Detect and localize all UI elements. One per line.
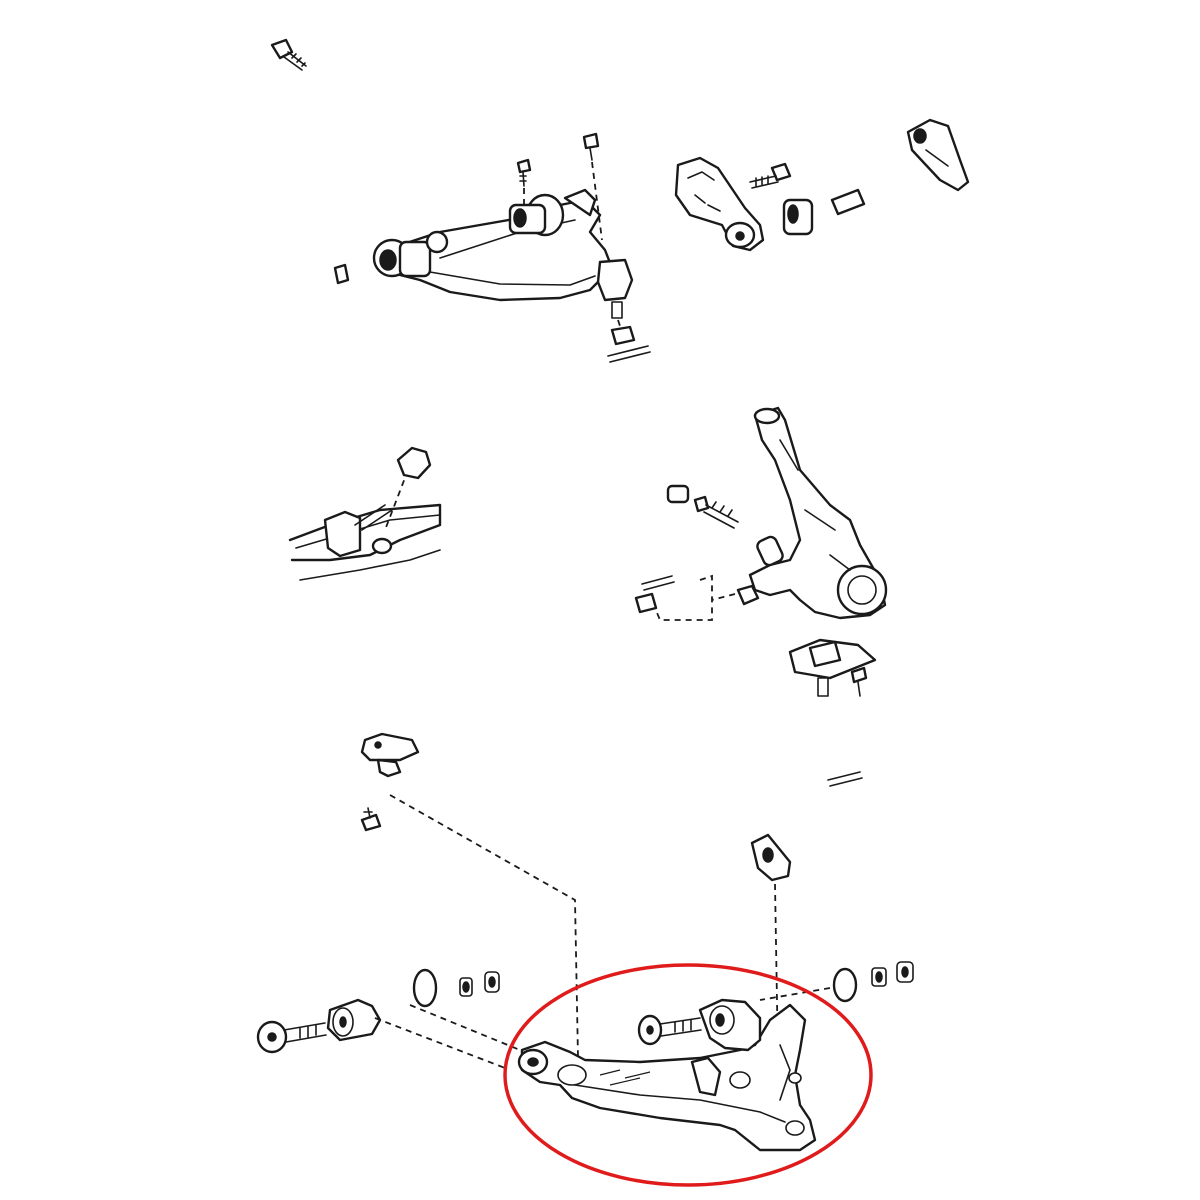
lower-control-arm (517, 998, 817, 1152)
steering-knuckle-group (634, 406, 888, 697)
rear-bracket (750, 833, 792, 882)
bracket-bolt (749, 162, 792, 189)
camber-adjust-bolt-left (256, 1020, 327, 1054)
loose-bolt (270, 38, 307, 71)
washers-right (832, 961, 914, 1003)
bracket-bushing (782, 188, 866, 236)
upper-arm-bolts (516, 132, 603, 241)
washers-left (412, 968, 500, 1008)
knuckle-fasteners (666, 484, 784, 606)
lower-ball-joint (788, 638, 877, 697)
right-guide (759, 987, 831, 1001)
pitman-bracket-group (674, 118, 970, 252)
bump-stopper (396, 446, 432, 480)
highlight-ellipse (503, 963, 873, 1187)
pitman-bracket (674, 156, 765, 252)
upper-control-arm (372, 188, 634, 319)
stopper-guide (389, 794, 579, 1059)
cotter-pin (827, 771, 863, 787)
upper-arm-group (270, 38, 651, 363)
camber-adjust-bolt-right (637, 1014, 702, 1046)
lower-arm-group (256, 732, 914, 1152)
frame-bracket (906, 118, 970, 192)
upper-arm-washer (333, 263, 350, 285)
lower-arm-bushing-left (326, 998, 382, 1042)
bushing-guide (374, 1004, 521, 1069)
ball-joint-nut (607, 319, 651, 363)
steering-knuckle (748, 406, 888, 620)
knuckle-nut (634, 575, 675, 614)
stopper-bolt (360, 807, 382, 832)
knuckle-guide (654, 574, 736, 621)
lower-bump-stopper (360, 732, 420, 778)
frame-section (288, 446, 442, 581)
